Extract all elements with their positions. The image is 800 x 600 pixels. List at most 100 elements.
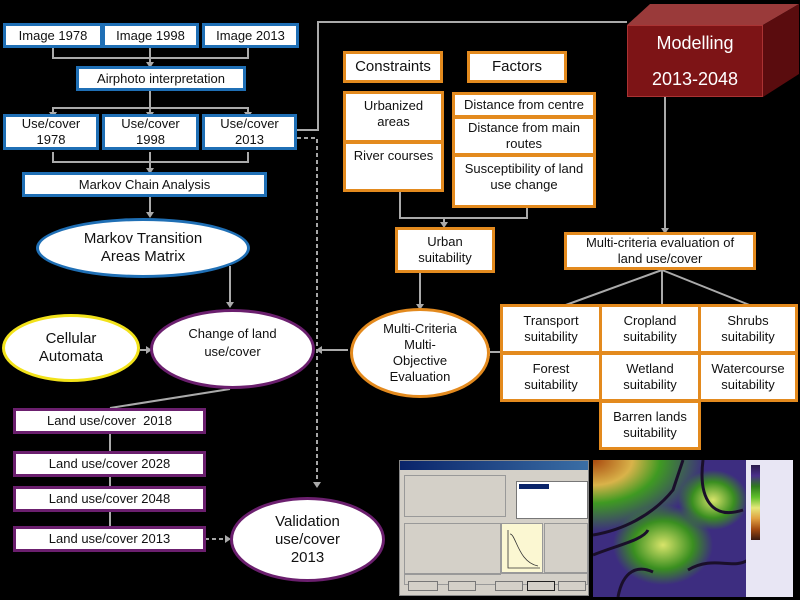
mcmo-line1: Multi-Criteria: [383, 321, 457, 336]
suitability-label: suitability: [524, 329, 578, 344]
suitability-type: Transport: [523, 313, 579, 328]
mce-line2: land use/cover: [617, 251, 703, 266]
suitability-type: Watercourse: [711, 361, 785, 376]
mcmo-line3: Objective: [392, 353, 448, 368]
modelling-title: Modelling: [656, 33, 734, 53]
suitability-map-image: [593, 460, 749, 597]
image-1998-box: Image 1998: [102, 23, 199, 48]
use-cover-label: Use/cover: [121, 116, 180, 131]
output-2048-label: Land use/cover 2048: [48, 491, 171, 506]
dialog-next-button: [558, 581, 586, 591]
suitability-label: suitability: [623, 329, 677, 344]
modelling-box: Modelling 2013-2048: [627, 25, 763, 97]
dialog-function-type: [544, 523, 588, 573]
dialog-close-button: [495, 581, 523, 591]
change-line2: use/cover: [204, 344, 261, 359]
markov-matrix-line2: Areas Matrix: [100, 248, 186, 265]
factor-distance-centre: Distance from centre: [452, 92, 596, 118]
use-cover-year: 1998: [136, 132, 165, 147]
factors-header: Factors: [467, 51, 567, 83]
image-1978-box: Image 1978: [3, 23, 103, 48]
suitability-type: Cropland: [623, 313, 677, 328]
validation-line2: use/cover: [274, 530, 341, 548]
use-cover-label: Use/cover: [220, 116, 279, 131]
markov-chain-analysis-label: Markov Chain Analysis: [78, 176, 211, 192]
use-cover-year: 1978: [36, 132, 66, 147]
factor-line1: Distance from main: [468, 120, 580, 135]
dialog-curve-preview: [501, 523, 543, 573]
suitability-label: suitability: [721, 377, 775, 392]
image-2013-label: Image 2013: [216, 27, 285, 43]
constraint-line1: River courses: [353, 148, 434, 163]
airphoto-interpretation-box: Airphoto interpretation: [76, 66, 246, 91]
fuzzy-dialog-thumbnail: [399, 460, 589, 596]
dialog-titlebar: [400, 461, 588, 470]
suitability-label: suitability: [721, 329, 775, 344]
suitability-type: Barren lands: [613, 409, 687, 424]
output-2048-box: Land use/cover 2048: [13, 486, 206, 512]
factor-line1: Susceptibility of land: [464, 161, 584, 176]
modelling-period: 2013-2048: [651, 69, 739, 89]
cellular-line1: Cellular: [45, 330, 97, 347]
output-2013-box: Land use/cover 2013: [13, 526, 206, 552]
use-cover-label: Use/cover: [21, 116, 81, 131]
validation-line1: Validation: [275, 512, 340, 530]
output-2018-box: Land use/cover 2018: [13, 408, 206, 434]
mcmo-line2: Multi-: [404, 337, 436, 352]
markov-matrix-line1: Markov Transition: [83, 230, 203, 247]
change-line1: Change of land: [188, 326, 277, 341]
dialog-factor-panel: [404, 475, 506, 517]
output-2013-label: Land use/cover 2013: [48, 531, 171, 546]
markov-chain-analysis-box: Markov Chain Analysis: [22, 172, 267, 197]
image-1998-label: Image 1998: [116, 27, 185, 43]
suitability-label: suitability: [524, 377, 578, 392]
cube-shading: [627, 4, 799, 97]
output-2018-label: Land use/cover 2018: [46, 413, 173, 428]
output-2028-box: Land use/cover 2028: [13, 451, 206, 477]
factor-line1: Distance from centre: [464, 97, 584, 112]
factor-line2: use change: [490, 177, 558, 192]
mce-line1: Multi-criteria evaluation of: [585, 235, 735, 250]
change-land-use-ellipse: Change of land use/cover: [150, 309, 315, 389]
dialog-save-button: [448, 581, 476, 591]
constraint-river-courses: River courses: [343, 141, 444, 192]
suitability-type: Shrubs: [727, 313, 769, 328]
output-2028-label: Land use/cover 2028: [48, 456, 171, 471]
suitability-type: Forest: [532, 361, 570, 376]
constraints-header: Constraints: [343, 51, 443, 83]
dialog-help-button: [408, 581, 438, 591]
constraints-header-label: Constraints: [355, 58, 431, 75]
map-legend: [746, 460, 793, 597]
urban-suitability-line1: Urban: [427, 234, 463, 249]
constraint-line1: Urbanized: [363, 98, 424, 113]
dialog-membership-shape: [404, 523, 501, 575]
dialog-back-button: [527, 581, 555, 591]
image-2013-box: Image 2013: [202, 23, 299, 48]
constraint-line2: areas: [377, 114, 410, 129]
urban-suitability-line2: suitability: [418, 250, 472, 265]
mcmo-line4: Evaluation: [389, 369, 451, 384]
suitability-label: suitability: [623, 377, 677, 392]
factors-header-label: Factors: [491, 58, 542, 75]
image-1978-label: Image 1978: [18, 27, 88, 43]
validation-line3: 2013: [290, 548, 325, 566]
cellular-line2: Automata: [38, 348, 104, 365]
suitability-type: Wetland: [626, 361, 674, 376]
